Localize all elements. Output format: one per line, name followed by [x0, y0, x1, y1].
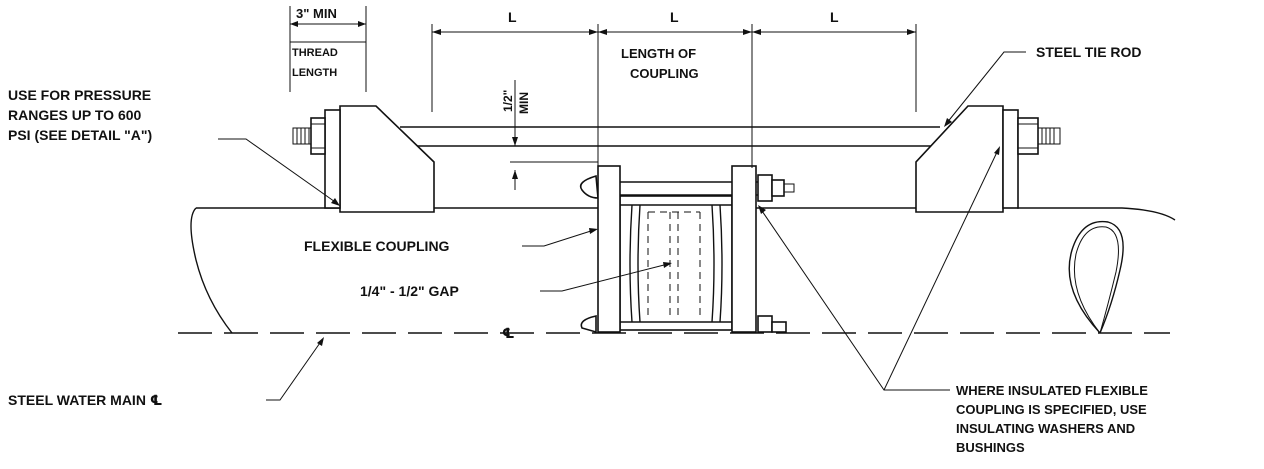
dimension-lines: [289, 6, 917, 190]
pressure-note-line-1: USE FOR PRESSURE: [8, 87, 151, 103]
right-tie-rod-lug: [915, 105, 1039, 213]
pressure-note-line-2: RANGES UP TO 600: [8, 107, 142, 123]
thread-label-line-2: LENGTH: [292, 67, 337, 79]
insulated-note-line-4: BUSHINGS: [956, 440, 1025, 455]
dimension-l-left: L: [508, 9, 517, 25]
flexible-coupling-label: FLEXIBLE COUPLING: [304, 238, 450, 254]
pipe-centerline: ℄: [178, 325, 1170, 341]
centerline-symbol: ℄: [502, 325, 515, 341]
insulated-note-line-2: COUPLING IS SPECIFIED, USE: [956, 402, 1147, 417]
steel-tie-rod-label: STEEL TIE ROD: [1036, 44, 1142, 60]
pressure-note-line-3: PSI (SEE DETAIL "A"): [8, 127, 152, 143]
length-of-coupling-line-1: LENGTH OF: [621, 46, 696, 61]
thread-min-label: 3" MIN: [296, 6, 337, 21]
half-inch-label: 1/2": [501, 90, 515, 112]
steel-water-main-label: STEEL WATER MAIN ℄: [8, 392, 162, 408]
dimension-l-center: L: [670, 9, 679, 25]
thread-label-line-1: THREAD: [292, 47, 338, 59]
left-tie-rod-lug: [310, 105, 435, 213]
length-of-coupling-line-2: COUPLING: [630, 66, 699, 81]
steel-water-main-pipe: [190, 207, 1176, 334]
gap-label: 1/4" - 1/2" GAP: [360, 283, 459, 299]
insulated-note-line-3: INSULATING WASHERS AND: [956, 421, 1135, 436]
dimension-l-right: L: [830, 9, 839, 25]
min-label: MIN: [517, 92, 531, 114]
leader-lines: [218, 51, 1026, 401]
flexible-coupling-body: [579, 165, 795, 334]
insulated-note-line-1: WHERE INSULATED FLEXIBLE: [956, 383, 1148, 398]
